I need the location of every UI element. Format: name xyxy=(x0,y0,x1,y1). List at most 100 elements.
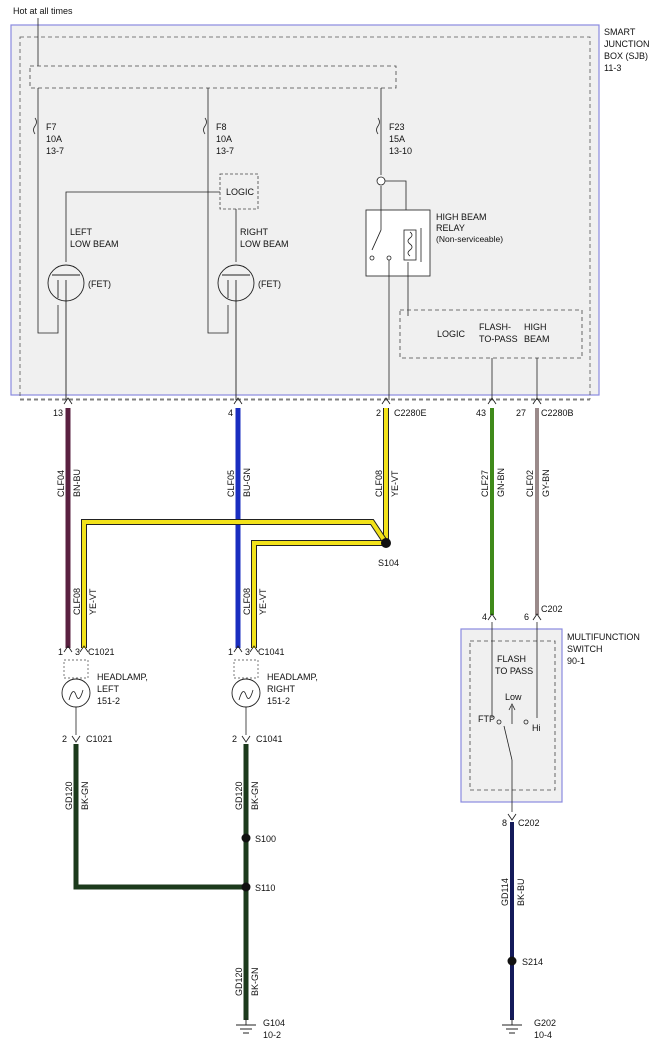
f8-name: F8 xyxy=(216,122,227,132)
left-low-beam-2: LOW BEAM xyxy=(70,239,119,249)
clf08-right-id: CLF08 xyxy=(242,588,252,615)
clf05-color: BU-GN xyxy=(242,468,252,497)
mfs-conn: C202 xyxy=(541,604,563,614)
conn-c2280e: C2280E xyxy=(394,408,427,418)
f7-rating: 10A xyxy=(46,134,62,144)
wire-gd120-left xyxy=(73,744,246,890)
pin-43: 43 xyxy=(476,408,486,418)
sjb-inner-dashed xyxy=(19,36,591,400)
relay-contact-icon xyxy=(369,255,375,261)
f8-ref: 13-7 xyxy=(216,146,234,156)
hl-left-dashed xyxy=(63,659,89,679)
pin-13: 13 xyxy=(53,408,63,418)
arrow-hl-left-2-icon xyxy=(71,735,81,743)
g104-2: 10-2 xyxy=(263,1030,281,1040)
arrow-mfs-6-icon xyxy=(532,613,542,621)
mfs-title-1: MULTIFUNCTION xyxy=(567,632,640,642)
f8-rating: 10A xyxy=(216,134,232,144)
mfs-hi: Hi xyxy=(532,723,541,733)
mfs-flash-1: FLASH xyxy=(497,654,526,664)
clf02-id: CLF02 xyxy=(525,470,535,497)
hot-label: Hot at all times xyxy=(13,6,73,16)
g104-1: G104 xyxy=(263,1018,285,1028)
f23-ref: 13-10 xyxy=(389,146,412,156)
mfs-inner-dashed xyxy=(469,640,556,791)
pin-27: 27 xyxy=(516,408,526,418)
mfs-title-2: SWITCH xyxy=(567,644,603,654)
clf08-right-color: YE-VT xyxy=(258,588,268,615)
ground-g202-icon xyxy=(502,1024,522,1034)
f23-name: F23 xyxy=(389,122,405,132)
g202-1: G202 xyxy=(534,1018,556,1028)
relay-label-3: (Non-serviceable) xyxy=(436,234,503,244)
wire-clf08-right xyxy=(251,540,386,648)
headlamp-right-icon xyxy=(231,678,261,708)
relay-label-1: HIGH BEAM xyxy=(436,212,487,222)
logic-box-flash-2: TO-PASS xyxy=(479,334,518,344)
splice-s110-icon xyxy=(241,882,251,892)
logic-box-logic: LOGIC xyxy=(437,329,466,339)
splice-s104-icon xyxy=(381,538,391,548)
mfs-switch-arrow-icon xyxy=(508,703,516,724)
relay-box xyxy=(365,209,431,277)
clf05-id: CLF05 xyxy=(226,470,236,497)
relay-feed-node-icon xyxy=(376,176,386,186)
gd120-right-color: BK-GN xyxy=(250,781,260,810)
left-low-beam-1: LEFT xyxy=(70,227,93,237)
gd120-bottom-id: GD120 xyxy=(234,967,244,996)
mfs-contact-icon xyxy=(496,719,502,725)
hl-left-conn2: C1021 xyxy=(86,734,113,744)
gd120-bottom-color: BK-GN xyxy=(250,967,260,996)
mfs-low: Low xyxy=(505,692,522,702)
sjb-title-4: 11-3 xyxy=(604,63,621,73)
arrow-mfs-8-icon xyxy=(507,813,517,821)
splice-s104: S104 xyxy=(378,558,399,568)
hl-left-conn: C1021 xyxy=(88,647,115,657)
left-logic-wire xyxy=(65,191,220,262)
logic-box-flash-1: FLASH- xyxy=(479,322,511,332)
wire-clf08-right-fill xyxy=(252,541,386,648)
gd114-id: GD114 xyxy=(500,878,510,906)
logic-label: LOGIC xyxy=(226,187,255,197)
f7-ref: 13-7 xyxy=(46,146,64,156)
logic-ftp-box xyxy=(399,309,583,359)
gd120-left-color: BK-GN xyxy=(80,781,90,810)
arrow-hl-left-3-icon xyxy=(79,645,89,653)
clf04-color: BN-BU xyxy=(72,469,82,497)
relay-coil-feed xyxy=(385,180,407,212)
hl-right-pin3: 3 xyxy=(245,647,250,657)
logic-box-high-2: BEAM xyxy=(524,334,550,344)
ground-g104-icon xyxy=(236,1024,256,1034)
hl-left-2: LEFT xyxy=(97,684,120,694)
wire-clf08-left-fill xyxy=(82,520,388,648)
splice-s214-icon xyxy=(507,956,517,966)
arrow-27-icon xyxy=(532,397,542,405)
left-fet-label: (FET) xyxy=(88,279,111,289)
hl-right-2: RIGHT xyxy=(267,684,296,694)
mfs-switch-blade xyxy=(503,725,513,761)
mfs-pin8: 8 xyxy=(502,818,507,828)
mfs-ftp: FTP xyxy=(478,714,495,724)
relay-label-2: RELAY xyxy=(436,223,465,233)
arrow-hl-right-2-icon xyxy=(241,735,251,743)
arrow-hl-right-3-icon xyxy=(249,645,259,653)
fuse-f7-icon xyxy=(33,117,37,135)
clf04-id: CLF04 xyxy=(56,470,66,497)
headlamp-left-icon xyxy=(61,678,91,708)
arrow-mfs-4-icon xyxy=(487,613,497,621)
hl-right-dashed xyxy=(233,659,259,679)
logic-box xyxy=(219,173,259,210)
clf08-left-color: YE-VT xyxy=(88,588,98,615)
hl-left-pin2: 2 xyxy=(62,734,67,744)
clf02-color: GY-BN xyxy=(541,469,551,497)
fuse-f23-icon xyxy=(376,117,380,135)
pin-2: 2 xyxy=(376,408,381,418)
relay-coil-winding xyxy=(407,231,413,257)
arrow-43-icon xyxy=(487,397,497,405)
gd120-right-id: GD120 xyxy=(234,781,244,810)
arrow-hl-right-1-icon xyxy=(233,645,243,653)
gd114-color: BK-BU xyxy=(516,878,526,906)
f7-name: F7 xyxy=(46,122,57,132)
mfs-contact-hi-icon xyxy=(523,719,529,725)
